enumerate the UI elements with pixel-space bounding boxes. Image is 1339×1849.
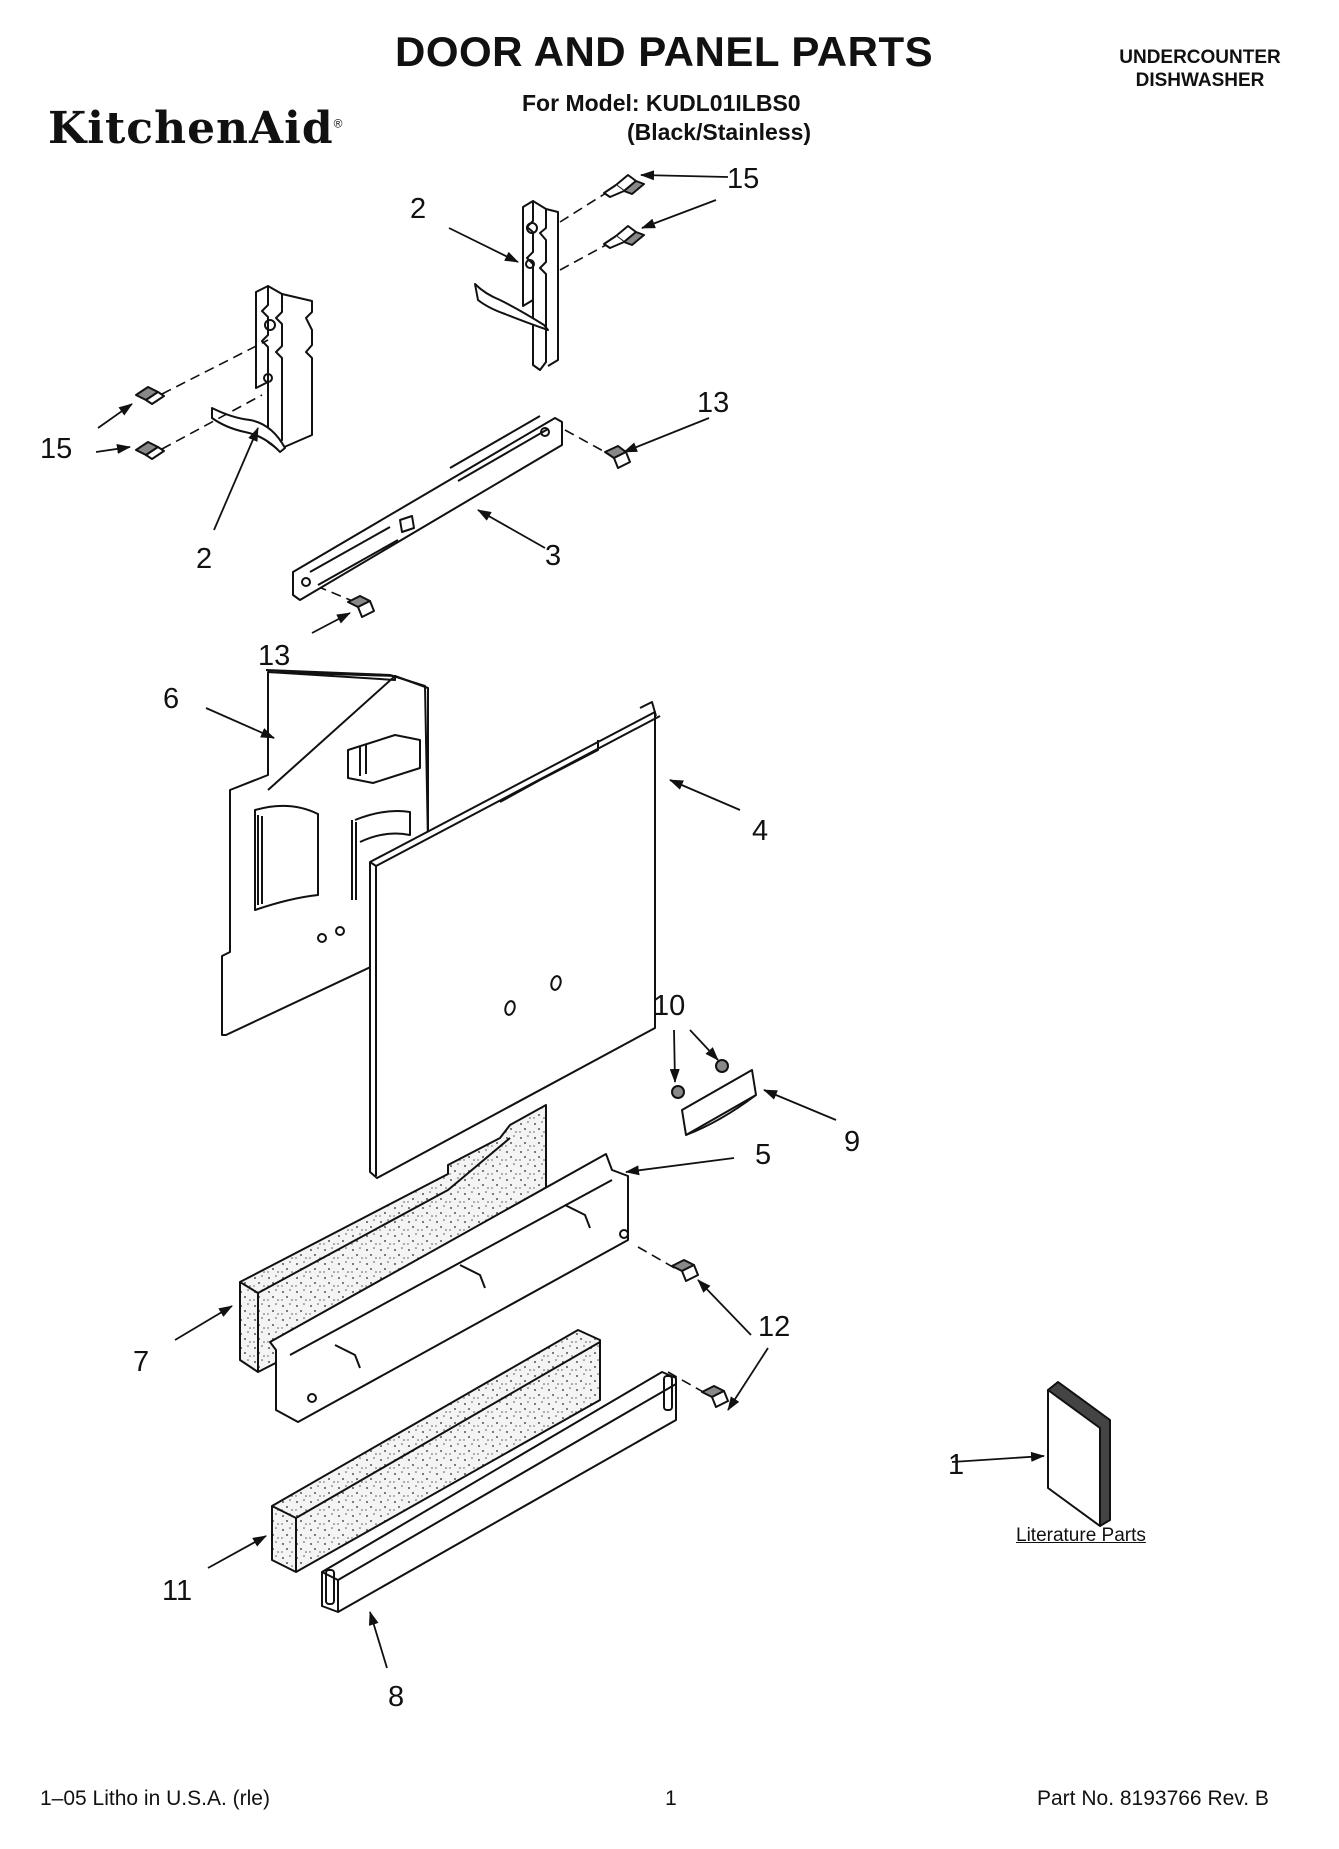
- mounting-rail: [292, 415, 563, 601]
- model-variant: (Black/Stainless): [627, 119, 812, 145]
- leader-8: [368, 1611, 388, 1669]
- appliance-type-line2: DISHWASHER: [1135, 70, 1265, 91]
- footer-litho: 1–05 Litho in U.S.A. (rle): [40, 1787, 270, 1810]
- literature-parts-label: Literature Parts: [1016, 1525, 1146, 1546]
- footer-page-number: 1: [665, 1787, 677, 1810]
- leader-2-b: [213, 427, 259, 531]
- upper-insulation: [239, 1104, 547, 1373]
- handle-trim: [681, 1069, 757, 1136]
- callout-6: 6: [163, 683, 179, 715]
- leader-15-d: [95, 443, 131, 454]
- lower-insulation: [271, 1329, 601, 1573]
- leader-11: [207, 1535, 267, 1569]
- callout-5: 5: [755, 1139, 771, 1171]
- outer-door-panel: [369, 701, 661, 1179]
- callout-4: 4: [752, 815, 768, 847]
- leader-13-b: [311, 612, 351, 634]
- leader-15-c: [97, 403, 133, 429]
- callout-10: 10: [653, 990, 685, 1022]
- screw-15-d: [135, 441, 165, 460]
- brand-name: KitchenAid: [48, 103, 334, 154]
- screw-13-b: [347, 595, 375, 618]
- leader-5: [625, 1157, 735, 1176]
- model-number: For Model: KUDL01ILBS0: [522, 90, 801, 116]
- footer-part-number: Part No. 8193766 Rev. B: [1037, 1787, 1269, 1810]
- leader-15-b: [641, 199, 717, 229]
- leader-10-b: [689, 1029, 719, 1061]
- leader-3: [477, 509, 546, 549]
- leader-12-b: [727, 1347, 769, 1411]
- leader-7: [174, 1305, 233, 1341]
- callout-leaders: [95, 170, 1045, 1669]
- leader-15-a: [640, 170, 729, 181]
- screw-12-a: [671, 1259, 699, 1282]
- nut-10-b: [671, 1085, 685, 1099]
- callout-1: 1: [948, 1449, 964, 1481]
- callout-2-a: 2: [410, 193, 426, 225]
- leader-1: [951, 1451, 1045, 1463]
- leader-12-a: [697, 1279, 752, 1336]
- leader-10-a: [669, 1029, 680, 1083]
- callout-2-b: 2: [196, 543, 212, 575]
- callout-15-b: 15: [40, 433, 72, 465]
- leader-4: [669, 779, 741, 811]
- callout-3: 3: [545, 540, 561, 572]
- hinge-bracket-left: [211, 285, 313, 453]
- screw-15-c: [135, 386, 165, 405]
- screw-15-b: [603, 225, 645, 249]
- callout-15-a: 15: [727, 163, 759, 195]
- leader-6: [205, 707, 275, 739]
- callout-8: 8: [388, 1681, 404, 1713]
- leader-2-a: [448, 227, 519, 263]
- callout-11: 11: [162, 1575, 192, 1607]
- brand-logo: KitchenAid®: [48, 103, 344, 154]
- hinge-bracket-right: [474, 200, 559, 371]
- callout-13-a: 13: [697, 387, 729, 419]
- leader-9: [763, 1089, 837, 1121]
- registered-mark: ®: [333, 116, 344, 131]
- screw-12-b: [701, 1385, 729, 1408]
- callout-7: 7: [133, 1346, 149, 1378]
- appliance-type-line1: UNDERCOUNTER: [1119, 47, 1281, 68]
- lower-bracket: [269, 1153, 629, 1423]
- appliance-type: UNDERCOUNTER DISHWASHER: [1100, 46, 1300, 92]
- page-title: DOOR AND PANEL PARTS: [395, 28, 934, 75]
- screw-13-a: [604, 445, 631, 469]
- callout-9: 9: [844, 1126, 860, 1158]
- callout-12: 12: [758, 1311, 790, 1343]
- screw-15-a: [603, 174, 645, 198]
- nut-10-a: [715, 1059, 729, 1073]
- leader-13-a: [623, 417, 710, 453]
- callout-13-b: 13: [258, 640, 290, 672]
- toe-kick: [321, 1371, 677, 1613]
- literature-book: [1047, 1381, 1111, 1527]
